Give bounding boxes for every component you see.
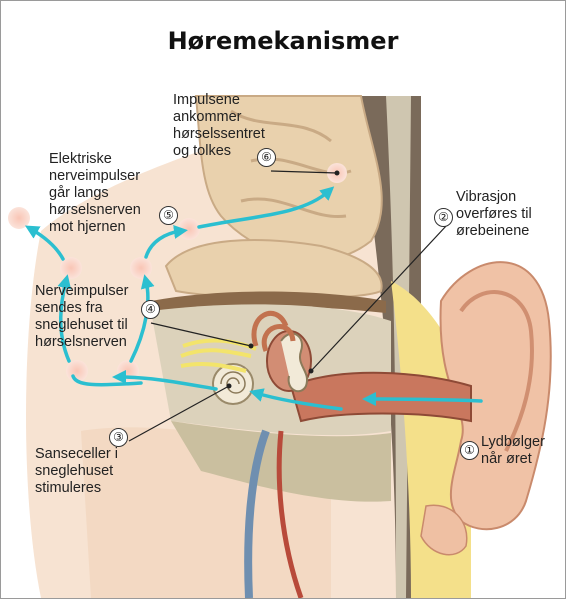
arrow-left-branch-low xyxy=(71,374,143,387)
cochlea-spiral xyxy=(220,371,246,394)
step-2-label: Vibrasjon overføres til ørebeinene xyxy=(456,189,532,239)
vessel-red xyxy=(276,430,304,598)
arrow-into-middle-ear xyxy=(249,388,343,411)
leader-step-2 xyxy=(310,224,448,372)
arrow-cochlea-out xyxy=(112,370,218,391)
page-title: Høremekanismer xyxy=(167,27,399,55)
cochlea xyxy=(212,363,254,405)
step-1-label: Lydbølger når øret xyxy=(481,434,545,467)
leader-dot xyxy=(334,170,340,176)
ossicles xyxy=(280,332,309,393)
step-6-label: Impulsene ankommer hørselssentret og tol… xyxy=(173,92,265,159)
ear-canal xyxy=(289,371,472,423)
leader-step-3 xyxy=(128,385,230,442)
step-5-label: Elektriske nerveimpulser går langs hørse… xyxy=(49,151,141,235)
step-4-number: ④ xyxy=(141,300,160,319)
pinna-inner xyxy=(459,290,534,452)
step-2-number: ② xyxy=(434,208,453,227)
arrow-to-brain-mid xyxy=(144,224,188,259)
step-3-number: ③ xyxy=(109,428,128,447)
step-1-number: ① xyxy=(460,441,479,460)
nerve-glow-spot xyxy=(178,218,200,240)
pinna xyxy=(439,261,552,531)
vessel xyxy=(244,429,270,598)
step-4-label: Nerveimpulser sendes fra sneglehuset til… xyxy=(35,283,129,350)
nerve-glow-spot xyxy=(130,257,152,279)
leader-dot xyxy=(248,343,254,349)
step-5-number: ⑤ xyxy=(159,206,178,225)
arrow-sound-wave xyxy=(362,392,483,407)
semicircular-canals xyxy=(251,311,296,352)
nerve-glow-spot xyxy=(8,207,30,229)
brain-dark-edge xyxy=(151,291,386,316)
arrow-left-top xyxy=(24,225,65,261)
arrow-left-up xyxy=(57,274,72,363)
arrow-to-center xyxy=(197,186,335,229)
leader-lines xyxy=(128,170,448,442)
earlobe xyxy=(420,504,468,556)
leader-step-6 xyxy=(270,170,338,174)
leader-dot xyxy=(226,383,232,389)
leader-dot xyxy=(308,368,314,374)
step-3-label: Sanseceller i sneglehuset stimuleres xyxy=(35,446,119,496)
leader-step-4 xyxy=(150,322,252,347)
step-6-number: ⑥ xyxy=(257,148,276,167)
nerve-glow-spot xyxy=(60,257,82,279)
